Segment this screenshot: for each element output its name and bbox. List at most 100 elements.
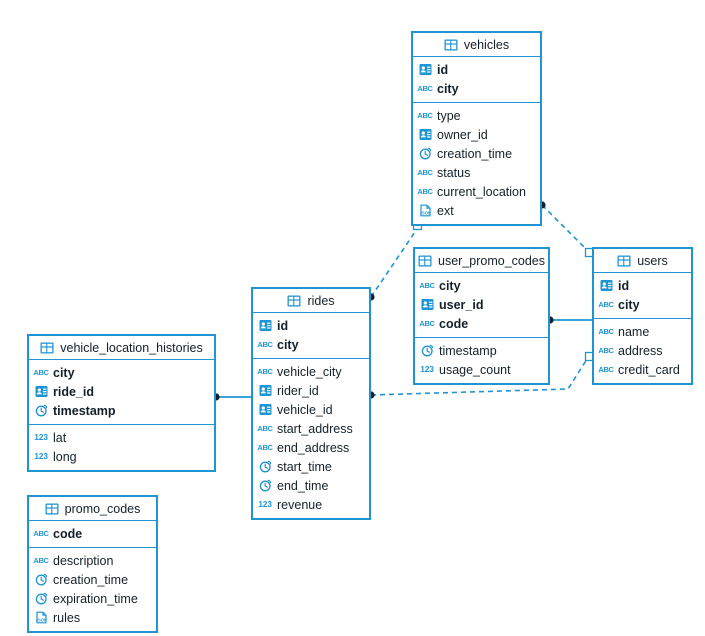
field-label: description [53, 553, 114, 568]
field-row[interactable]: id [594, 276, 691, 295]
field-label: vehicle_city [277, 364, 342, 379]
field-label: credit_card [618, 362, 680, 377]
field-label: rider_id [277, 383, 319, 398]
clock-icon [420, 344, 434, 358]
field-section: ABC description creation_time expiration_ti… [29, 548, 156, 631]
key-badge-icon [599, 279, 613, 293]
field-row[interactable]: timestamp [415, 341, 548, 360]
field-label: name [618, 324, 650, 339]
table-grid-icon [45, 502, 59, 516]
field-row[interactable]: timestamp [29, 401, 214, 420]
key-badge-icon [420, 298, 434, 312]
field-label: creation_time [53, 572, 129, 587]
table-header[interactable]: user_promo_codes [415, 249, 548, 273]
key-badge-icon [258, 384, 272, 398]
table-header[interactable]: vehicle_location_histories [29, 336, 214, 360]
field-row[interactable]: 123 usage_count [415, 360, 548, 379]
table-grid-icon [444, 38, 458, 52]
field-label: timestamp [53, 403, 116, 418]
abc-icon: ABC [598, 299, 614, 309]
field-row[interactable]: ride_id [29, 382, 214, 401]
field-row[interactable]: ABC city [594, 295, 691, 314]
field-label: id [277, 318, 289, 333]
abc-icon: ABC [417, 83, 433, 93]
field-row[interactable]: JSON ext [413, 201, 540, 220]
relationship-user-promo-codes-to-users[interactable] [546, 316, 592, 324]
field-label: start_address [277, 421, 353, 436]
field-row[interactable]: start_time [253, 457, 369, 476]
key-badge-icon [258, 403, 272, 417]
field-row[interactable]: vehicle_id [253, 400, 369, 419]
clock-icon [418, 147, 432, 161]
field-row[interactable]: rider_id [253, 381, 369, 400]
field-label: ext [437, 203, 454, 218]
abc-icon: ABC [417, 167, 433, 177]
field-label: owner_id [437, 127, 488, 142]
abc-icon: ABC [33, 555, 49, 565]
field-row[interactable]: creation_time [29, 570, 156, 589]
clock-icon [258, 460, 272, 474]
field-row[interactable]: end_time [253, 476, 369, 495]
field-row[interactable]: user_id [415, 295, 548, 314]
field-label: city [618, 297, 640, 312]
field-row[interactable]: creation_time [413, 144, 540, 163]
json-icon: JSON [34, 611, 48, 625]
table-header[interactable]: vehicles [413, 33, 540, 57]
field-label: code [439, 316, 469, 331]
table-header[interactable]: users [594, 249, 691, 273]
relationship-vlh-to-rides[interactable] [212, 393, 251, 401]
field-label: ride_id [53, 384, 94, 399]
field-row[interactable]: id [413, 60, 540, 79]
field-label: city [277, 337, 299, 352]
table-header[interactable]: promo_codes [29, 497, 156, 521]
field-row[interactable]: owner_id [413, 125, 540, 144]
table-name: users [637, 253, 668, 268]
key-badge-icon [418, 128, 432, 142]
table-name: promo_codes [64, 501, 141, 516]
abc-icon: ABC [257, 442, 273, 452]
field-label: timestamp [439, 343, 497, 358]
123-icon: 123 [34, 432, 48, 443]
field-label: usage_count [439, 362, 511, 377]
json-icon: JSON [418, 204, 432, 218]
key-badge-icon [34, 385, 48, 399]
table-grid-icon [418, 254, 432, 268]
123-icon: 123 [420, 364, 434, 375]
table-header[interactable]: rides [253, 289, 369, 313]
field-label: code [53, 526, 83, 541]
key-badge-icon [418, 63, 432, 77]
field-row[interactable]: ABC description [29, 551, 156, 570]
field-row[interactable]: id [253, 316, 369, 335]
field-row[interactable]: expiration_time [29, 589, 156, 608]
